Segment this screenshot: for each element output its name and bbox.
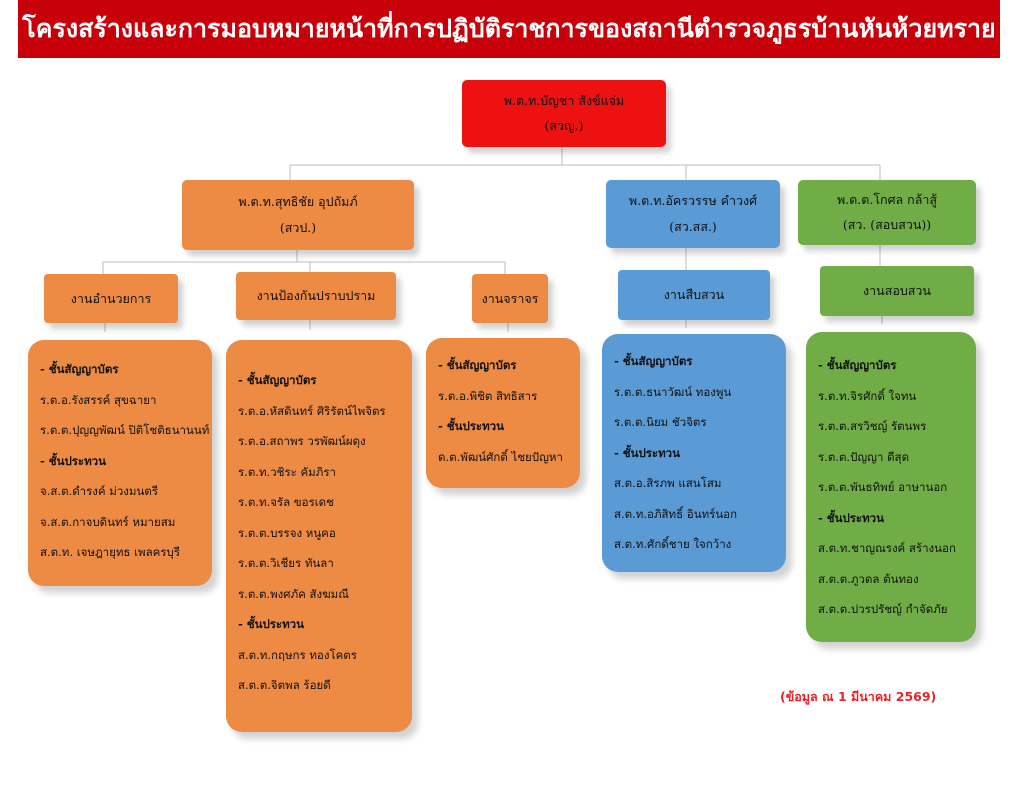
personnel-name: ร.ต.ท.วชิระ คัมภิรา (238, 464, 336, 479)
deputy-box-investigation: พ.ต.ท.อัครวรรษ คำวงศ์ (สว.สส.) (606, 180, 780, 248)
deputy-name: พ.ต.ต.โกศล กล้าสู้ (836, 191, 938, 207)
personnel-name: ร.ต.อ.หัสดินทร์ ศิริรัตน์ไพจิตร (238, 403, 386, 418)
rank-header: - ชั้นสัญญาบัตร (438, 358, 517, 372)
deputy-box-patrol: พ.ต.ท.สุทธิชัย อุปถัมภ์ (สวป.) (182, 180, 414, 250)
deputy-name: พ.ต.ท.อัครวรรษ คำวงศ์ (628, 193, 758, 209)
data-date-note: (ข้อมูล ณ 1 มีนาคม 2569) (780, 689, 937, 704)
personnel-name: ร.ต.ต.วิเชียร ทันลา (238, 556, 334, 570)
personnel-name: ส.ต.ต.ปวรปรัชญ์ กำจัดภัย (818, 602, 948, 616)
rank-header: - ชั้นประทวน (818, 510, 884, 525)
unit-crime-prevention: งานป้องกันปราบปราม (236, 272, 396, 320)
page-title: โครงสร้างและการมอบหมายหน้าที่การปฏิบัติร… (22, 14, 996, 43)
rank-header: - ชั้นประทวน (40, 453, 106, 468)
personnel-name: ส.ต.ท.กฤษกร ทองโคตร (238, 647, 357, 662)
personnel-name: จ.ส.ต.ดำรงค์ ม่วงมนตรี (40, 484, 158, 498)
rank-header: - ชั้นสัญญาบัตร (614, 354, 693, 368)
rank-header: - ชั้นสัญญาบัตร (40, 362, 119, 376)
personnel-name: ร.ต.ต.สรวิชญ์ รัตนพร (818, 419, 927, 433)
personnel-name: ส.ต.ท.ชาญณรงค์ สร้างนอก (818, 541, 956, 555)
personnel-name: ส.ต.อ.สิรภพ แสนโสม (614, 476, 722, 490)
unit-label: งานสอบสวน (863, 283, 931, 298)
head-role: (สวญ.) (544, 118, 584, 133)
unit-inquiry: งานสอบสวน (820, 266, 974, 316)
rank-header: - ชั้นประทวน (238, 617, 304, 631)
personnel-name: ร.ต.ต.ปุญญพัฒน์ ปิติโชติธนานนท์ (40, 423, 210, 437)
rank-header: - ชั้นสัญญาบัตร (238, 373, 317, 387)
deputy-box-inquiry: พ.ต.ต.โกศล กล้าสู้ (สว. (สอบสวน)) (798, 180, 976, 245)
personnel-card-crime-prevention: - ชั้นสัญญาบัตร ร.ต.อ.หัสดินทร์ ศิริรัตน… (226, 340, 412, 732)
personnel-name: ร.ต.อ.รังสรรค์ สุขฉายา (40, 392, 157, 407)
personnel-name: ร.ต.ท.จรัล ขอรเดช (238, 495, 334, 509)
personnel-name: ส.ต.ต.จิตพล ร้อยดี (238, 678, 331, 692)
personnel-card-traffic: - ชั้นสัญญาบัตร ร.ต.อ.พิชิต สิทธิสาร - ช… (426, 338, 580, 488)
personnel-name: ร.ต.ต.ปัญญา ดีสุด (818, 449, 910, 464)
page-title-banner: โครงสร้างและการมอบหมายหน้าที่การปฏิบัติร… (18, 0, 1000, 58)
personnel-name: ร.ต.อ.พิชิต สิทธิสาร (438, 388, 538, 403)
personnel-card-inquiry: - ชั้นสัญญาบัตร ร.ต.ท.จิรศักดิ์ ใจทน ร.ต… (806, 332, 976, 642)
personnel-name: ร.ต.ต.พงศภัค สังฆมณี (238, 586, 349, 601)
personnel-card-investigation: - ชั้นสัญญาบัตร ร.ต.ต.ธนาวัฒน์ ทองพูน ร.… (602, 334, 786, 572)
personnel-name: ร.ต.ท.จิรศักดิ์ ใจทน (818, 388, 917, 403)
personnel-name: ร.ต.ต.พันธทิพย์ อาษานอก (818, 480, 948, 494)
deputy-role: (สว. (สอบสวน)) (842, 217, 932, 232)
unit-label: งานอำนวยการ (70, 290, 152, 306)
unit-admin: งานอำนวยการ (44, 274, 178, 323)
personnel-name: จ.ส.ต.กาจบดินทร์ หมายสม (40, 514, 176, 529)
head-box: พ.ต.ท.บัญชา สังข์แจ่ม (สวญ.) (462, 80, 666, 147)
rank-header: - ชั้นประทวน (438, 419, 504, 433)
personnel-name: ร.ต.อ.สถาพร วรพัฒน์ผดุง (238, 434, 366, 448)
unit-label: งานสืบสวน (663, 287, 725, 302)
deputy-role: (สว.สส.) (669, 218, 717, 234)
personnel-name: ส.ต.ท.ศักดิ์ชาย ใจกว้าง (614, 537, 732, 551)
deputy-name: พ.ต.ท.สุทธิชัย อุปถัมภ์ (238, 194, 358, 210)
unit-label: งานป้องกันปราบปราม (256, 288, 376, 303)
personnel-name: ร.ต.ต.บรรจง หนูคอ (238, 525, 336, 540)
rank-header: - ชั้นสัญญาบัตร (818, 358, 897, 372)
personnel-name: ส.ต.ท.อภิสิทธิ์ อินทร์นอก (614, 506, 738, 521)
deputy-role: (สวป.) (279, 219, 317, 235)
rank-header: - ชั้นประทวน (614, 445, 680, 460)
personnel-name: ร.ต.ต.ธนาวัฒน์ ทองพูน (614, 384, 732, 399)
personnel-name: ด.ต.พัฒน์ศักดิ์ ไชยปัญหา (438, 449, 563, 464)
personnel-name: ส.ต.ต.ภูวดล ต้นทอง (818, 571, 919, 586)
unit-traffic: งานจราจร (472, 274, 548, 323)
personnel-card-admin: - ชั้นสัญญาบัตร ร.ต.อ.รังสรรค์ สุขฉายา ร… (28, 340, 212, 586)
personnel-name: ส.ต.ท. เจษฎายุทธ เพลครบุรี (40, 545, 181, 559)
unit-investigation: งานสืบสวน (618, 270, 770, 320)
personnel-name: ร.ต.ต.นิยม ชัวจิตร (614, 415, 707, 429)
head-name: พ.ต.ท.บัญชา สังข์แจ่ม (503, 92, 625, 108)
unit-label: งานจราจร (481, 290, 539, 306)
